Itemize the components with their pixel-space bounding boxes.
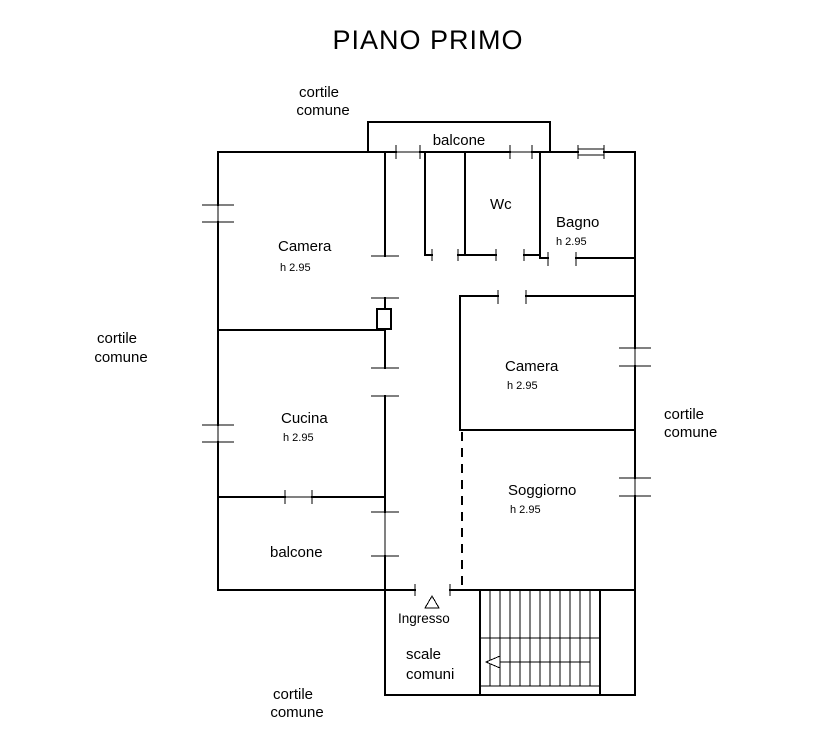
label-ingresso: Ingresso: [398, 611, 450, 626]
cortile-left-line2: comune: [94, 349, 147, 366]
cortile-right-line2: comune: [664, 424, 717, 441]
scale-comuni-line1: scale: [406, 646, 441, 663]
scale-comuni-line2: comuni: [406, 666, 454, 683]
page-title: PIANO PRIMO: [332, 25, 523, 55]
label-camera-e: Camera h 2.95: [505, 358, 559, 392]
soggiorno-name: Soggiorno: [508, 482, 576, 499]
cortile-top-line1: cortile: [299, 84, 339, 101]
cortile-left-line1: cortile: [97, 330, 137, 347]
label-scale-comuni: scale comuni: [406, 646, 454, 683]
cucina-name: Cucina: [281, 410, 328, 427]
stairs-walls: [479, 589, 601, 696]
label-bagno: Bagno h 2.95: [556, 214, 599, 248]
cortile-right-line1: cortile: [664, 406, 704, 423]
camera-nw-name: Camera: [278, 238, 332, 255]
flue-stub: [376, 308, 392, 330]
camera-nw-height: h 2.95: [280, 262, 311, 274]
window-symbols: [202, 145, 651, 557]
label-cortile-bottom: cortile comune: [270, 686, 323, 721]
interior-walls: [216, 150, 637, 592]
cortile-bottom-line2: comune: [270, 704, 323, 721]
label-cortile-left: cortile comune: [94, 330, 147, 366]
label-camera-nw: Camera h 2.95: [278, 238, 332, 274]
label-cortile-top: cortile comune: [296, 84, 349, 119]
camera-e-height: h 2.95: [507, 380, 538, 392]
stairs-treads: [480, 590, 600, 687]
bagno-name: Bagno: [556, 214, 599, 231]
stairs: [479, 589, 601, 696]
balcony-top-outline: [367, 121, 551, 153]
label-cortile-right: cortile comune: [664, 406, 717, 441]
camera-e-name: Camera: [505, 358, 559, 375]
cucina-height: h 2.95: [283, 432, 314, 444]
label-wc: Wc: [490, 196, 512, 213]
label-soggiorno: Soggiorno h 2.95: [508, 482, 576, 516]
bagno-height: h 2.95: [556, 236, 587, 248]
label-balcone-bottom: balcone: [270, 544, 323, 561]
soggiorno-height: h 2.95: [510, 504, 541, 516]
door-opening-symbols: [371, 249, 577, 596]
cortile-top-line2: comune: [296, 102, 349, 119]
label-cucina: Cucina h 2.95: [281, 410, 328, 444]
south-wall-and-balcony: [216, 495, 387, 592]
cortile-bottom-line1: cortile: [273, 686, 313, 703]
stair-direction-arrow-icon: [484, 655, 501, 669]
label-balcone-top: balcone: [433, 132, 486, 149]
entrance-triangle-icon: [424, 595, 440, 609]
